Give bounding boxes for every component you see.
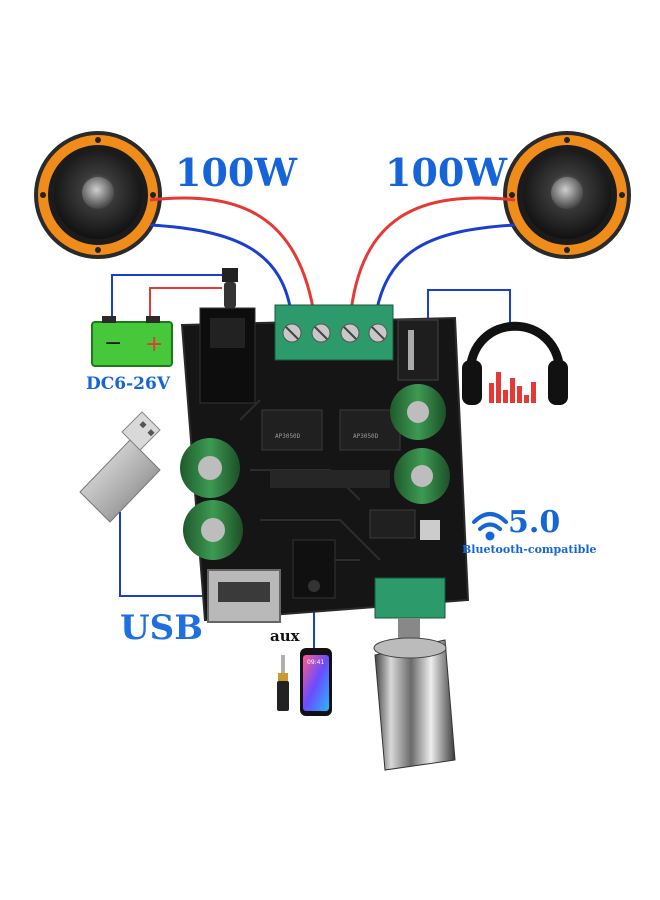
usb-label: USB (120, 608, 203, 648)
dc-plug-icon (222, 268, 238, 308)
speaker-terminals (274, 304, 394, 361)
aux-plug-icon (277, 655, 289, 711)
phone-icon: 09:41 (300, 648, 332, 716)
speaker-left-icon (34, 131, 162, 259)
chip-right-label: AP3050D (353, 433, 379, 440)
svg-text:−: − (104, 331, 122, 356)
battery-icon: − + (91, 316, 173, 367)
svg-text:+: + (145, 332, 163, 357)
capacitors (180, 384, 450, 560)
speaker-right-icon (503, 131, 631, 259)
right-speaker-power-label: 100W (385, 150, 507, 195)
headphones-icon (462, 321, 568, 405)
amplifier-pcb: AP3050D AP3050D (180, 304, 470, 623)
dc-input-label: DC6-26V (86, 374, 171, 394)
chip-left-label: AP3050D (275, 433, 301, 440)
bluetooth-version: 5.0 (508, 505, 561, 540)
bluetooth-subtitle: Bluetooth-compatible (462, 543, 597, 556)
left-speaker-power-label: 100W (175, 150, 297, 195)
aux-label: aux (270, 627, 300, 645)
speaker-wires (149, 196, 516, 321)
wifi-icon (472, 512, 508, 541)
phone-time: 09:41 (307, 659, 324, 666)
usb-drive-icon (79, 411, 161, 523)
volume-knob-icon (373, 618, 456, 771)
usb-wire (119, 512, 208, 597)
